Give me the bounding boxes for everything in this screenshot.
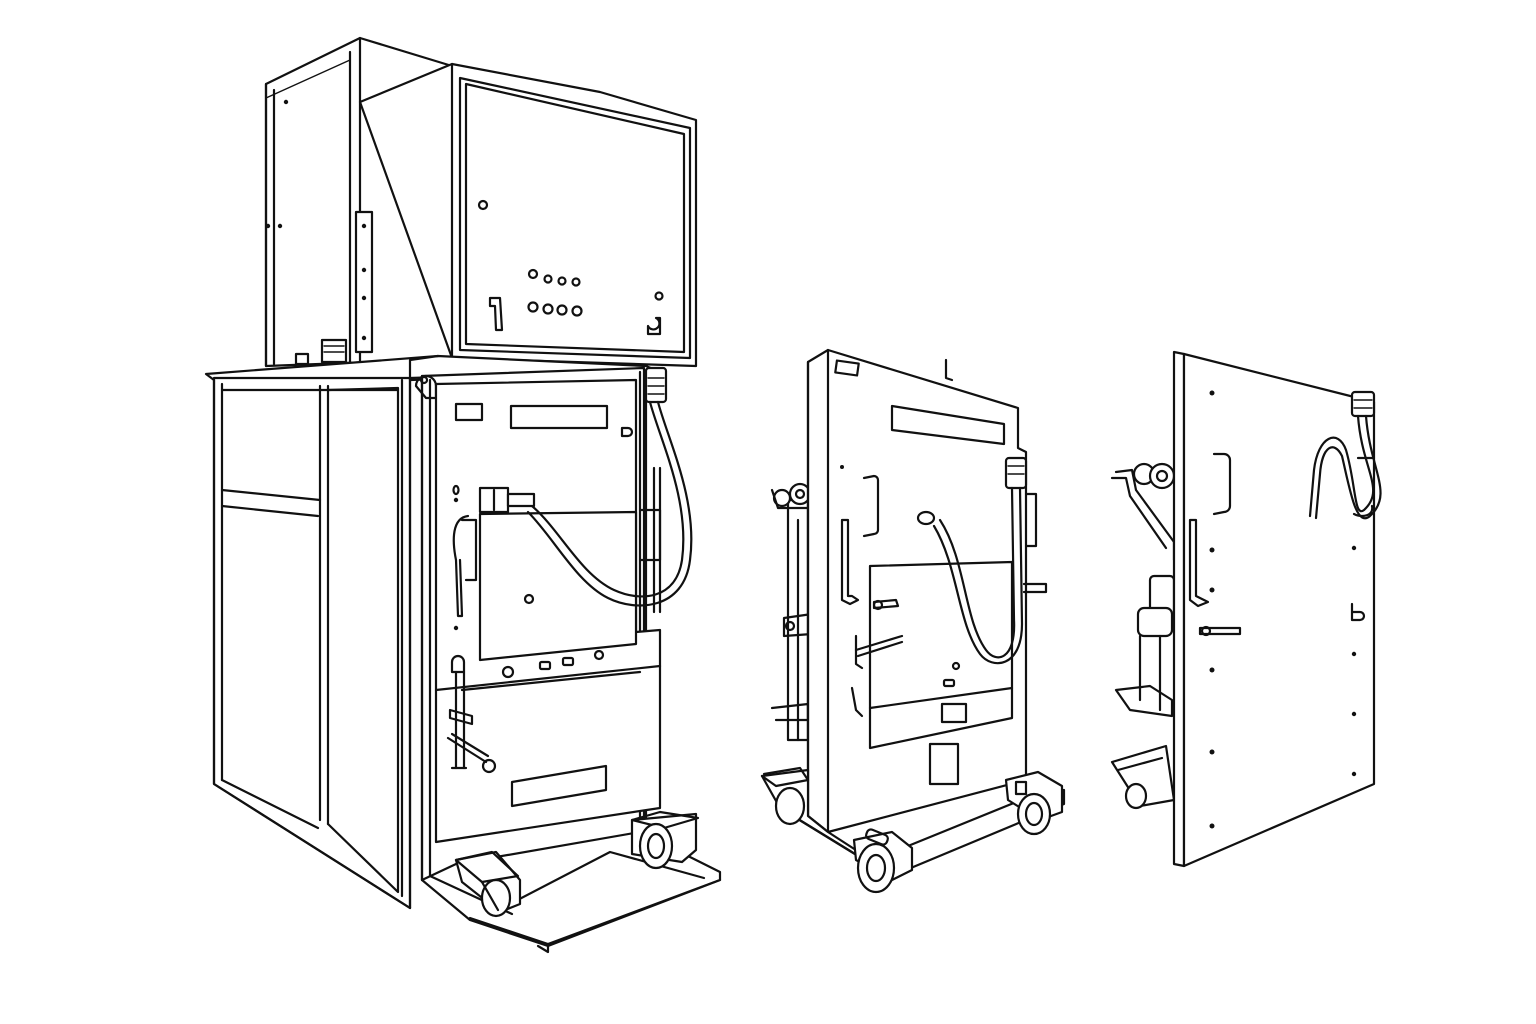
cabinet-breaker-truck <box>434 378 662 844</box>
angled-truck-rear-mechanism <box>1110 462 1176 810</box>
withdrawable-breaker-truck-angled <box>1110 350 1382 868</box>
angled-truck-cable <box>1308 390 1382 520</box>
cabinet-body <box>204 354 662 910</box>
angled-truck-side-panel <box>1172 350 1376 868</box>
cabinet-control-cable <box>478 366 693 614</box>
top-control-box <box>358 62 698 368</box>
switchgear-cabinet-with-breaker-truck <box>204 36 722 954</box>
truck-front-cable <box>916 456 1038 665</box>
truck-front-panel <box>806 348 1048 834</box>
cabinet-rails-and-wheels <box>420 810 722 954</box>
truck-front-base <box>760 766 1066 894</box>
withdrawable-breaker-truck-front <box>760 348 1066 894</box>
